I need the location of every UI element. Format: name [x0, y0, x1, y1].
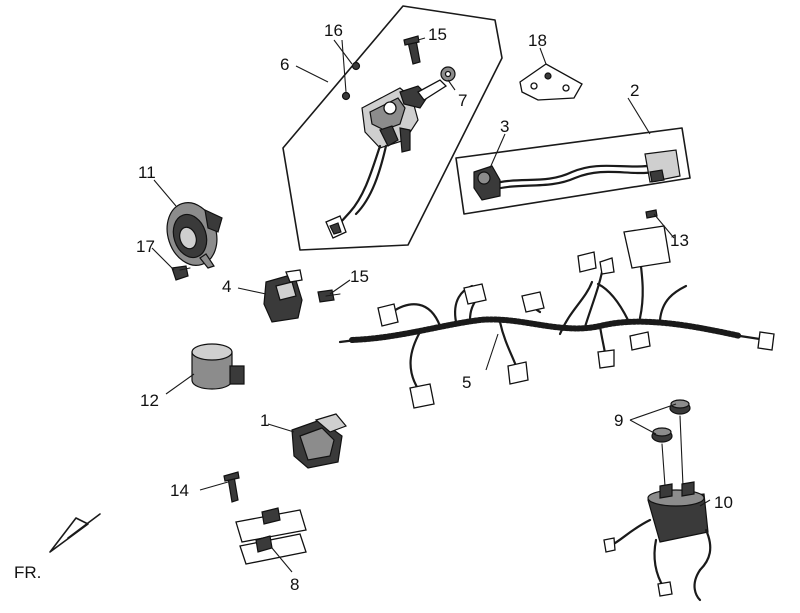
- callout-13: 13: [670, 231, 689, 250]
- callout-12: 12: [140, 391, 159, 410]
- callout-labels: 16 15 6 7 18 2 3 11 13 17 15 4 5 12 1 9 …: [14, 21, 733, 594]
- part-3-connector: [473, 165, 501, 201]
- callout-1: 1: [260, 411, 269, 430]
- callout-11: 11: [138, 163, 156, 182]
- part-9-nuts: [651, 399, 691, 487]
- callout-15-top: 15: [428, 25, 447, 44]
- callout-16: 16: [324, 21, 343, 40]
- part-18-bracket: [519, 63, 583, 101]
- leader-lines: [151, 37, 711, 573]
- callout-10: 10: [714, 493, 733, 512]
- part-15-bolt-top: [403, 35, 421, 65]
- callout-18: 18: [528, 31, 547, 50]
- front-direction-arrow: [49, 513, 101, 553]
- part-16-screws: [341, 61, 361, 101]
- part-8-connector-bracket: [235, 507, 307, 565]
- front-label: FR.: [14, 563, 41, 582]
- part-7-key: [417, 66, 456, 101]
- callout-5: 5: [462, 373, 471, 392]
- part-1-regulator: [291, 413, 348, 469]
- callout-4: 4: [222, 277, 231, 296]
- callout-15-middle: 15: [350, 267, 369, 286]
- callout-8: 8: [290, 575, 299, 594]
- callout-7: 7: [458, 91, 467, 110]
- part-5-main-harness: [338, 251, 775, 409]
- callout-6: 6: [280, 55, 289, 74]
- part-4-relay: [263, 269, 303, 323]
- callout-9: 9: [614, 411, 623, 430]
- part-13-module: [623, 209, 671, 269]
- part-2-group-outline: [455, 127, 691, 215]
- callout-14: 14: [170, 481, 189, 500]
- part-17-bolt: [171, 265, 191, 281]
- part-6-group-outline: [282, 5, 503, 251]
- part-11-horn: [166, 202, 223, 269]
- callout-17: 17: [136, 237, 155, 256]
- part-10-starter-relay: [603, 481, 712, 602]
- part-2-sub-harness: [490, 149, 681, 192]
- part-12-flasher: [191, 343, 245, 390]
- part-14-screw: [223, 471, 240, 503]
- part-15-bolt-middle: [317, 289, 341, 303]
- part-6-ignition-switch: [325, 85, 429, 239]
- callout-3: 3: [500, 117, 509, 136]
- callout-2: 2: [630, 81, 639, 100]
